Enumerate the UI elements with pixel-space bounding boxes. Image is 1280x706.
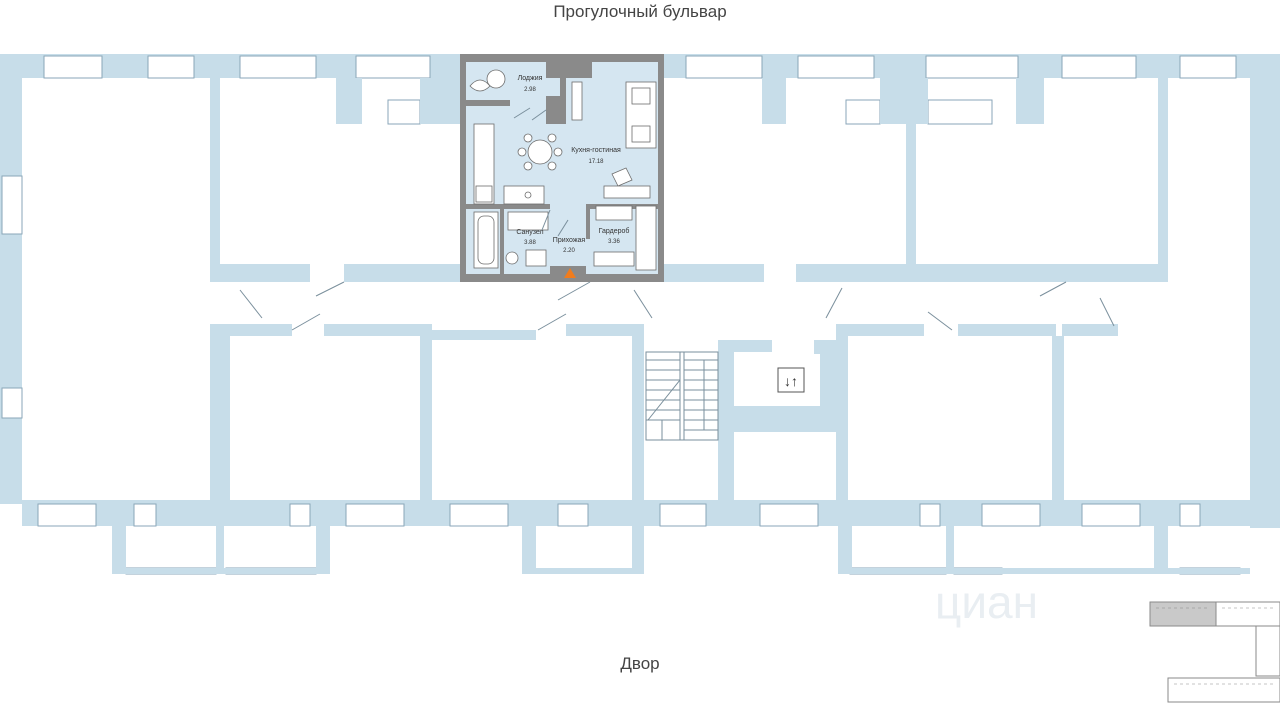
room-area-bathroom: 3.88 xyxy=(524,240,536,246)
room-area-kitchen-living: 17.18 xyxy=(588,159,604,165)
windows-left xyxy=(1,175,23,419)
elevator: ↓↑ xyxy=(777,367,805,393)
room-area-wardrobe: 3.36 xyxy=(608,239,620,245)
site-minimap xyxy=(1149,601,1280,703)
room-name-loggia: Лоджия xyxy=(518,75,543,82)
corridor-walls xyxy=(210,264,1168,354)
room-name-hallway: Прихожая xyxy=(553,237,586,244)
entrance-marker xyxy=(564,268,576,278)
windows-top xyxy=(43,55,1237,125)
room-labels: Лоджия 2.98 Кухня-гостиная 17.18 Санузел… xyxy=(516,75,629,254)
room-area-hallway: 2.20 xyxy=(563,248,575,254)
top-street-label: Прогулочный бульвар xyxy=(553,2,727,21)
room-name-kitchen-living: Кухня-гостиная xyxy=(571,147,621,154)
balconies-bottom xyxy=(112,526,1250,574)
bottom-street-label: Двор xyxy=(620,654,660,673)
elevator-symbol: ↓↑ xyxy=(784,373,798,389)
staircase xyxy=(645,351,719,441)
room-area-loggia: 2.98 xyxy=(524,87,536,93)
room-name-wardrobe: Гардероб xyxy=(599,227,630,235)
watermark: циан xyxy=(935,576,1038,628)
lower-partitions xyxy=(210,324,1064,504)
top-piers xyxy=(210,78,1168,278)
room-name-bathroom: Санузел xyxy=(516,229,543,236)
apartment-unit xyxy=(460,54,664,282)
door-swings xyxy=(239,281,1115,331)
